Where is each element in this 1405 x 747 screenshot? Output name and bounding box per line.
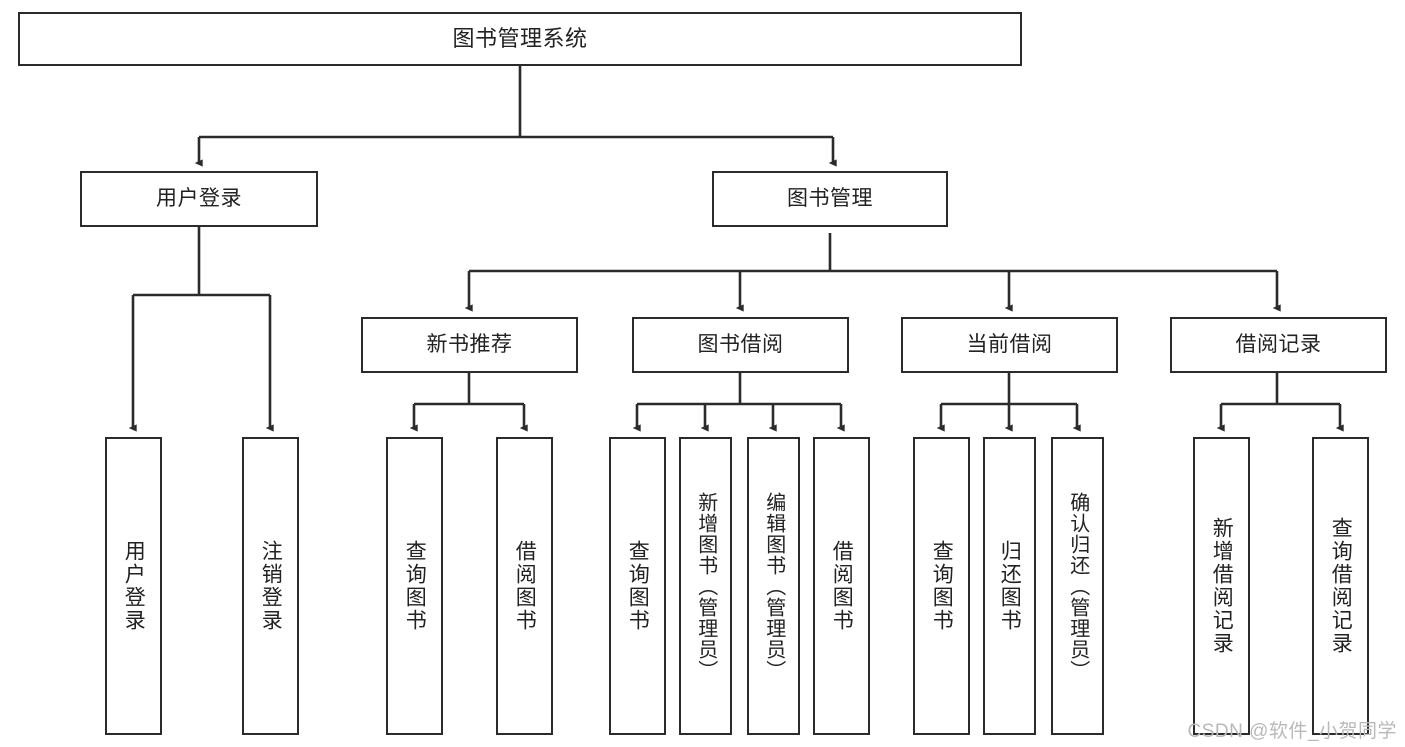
leaf-confirm-return-admin[interactable]: 确认归还（管理员） bbox=[1051, 437, 1104, 735]
leaf-add-borrow-record[interactable]: 新增借阅记录 bbox=[1193, 437, 1250, 735]
node-label: 新书推荐 bbox=[426, 332, 513, 356]
node-borrow-records[interactable]: 借阅记录 bbox=[1170, 317, 1387, 373]
node-label: 图书管理 bbox=[787, 186, 873, 210]
node-label: 新增图书（管理员） bbox=[694, 491, 717, 681]
node-book-borrow[interactable]: 图书借阅 bbox=[632, 317, 849, 373]
leaf-user-login[interactable]: 用户登录 bbox=[105, 437, 162, 735]
node-label: 确认归还（管理员） bbox=[1066, 491, 1089, 681]
node-label: 查询图书 bbox=[626, 540, 650, 632]
node-label: 借阅图书 bbox=[513, 540, 537, 632]
leaf-query-book-borrow[interactable]: 查询图书 bbox=[609, 437, 666, 735]
node-label: 查询借阅记录 bbox=[1329, 517, 1353, 655]
leaf-add-book-admin[interactable]: 新增图书（管理员） bbox=[679, 437, 732, 735]
node-label: 借阅图书 bbox=[830, 540, 854, 632]
node-label: 查询图书 bbox=[930, 540, 954, 632]
node-user-login[interactable]: 用户登录 bbox=[80, 171, 318, 227]
leaf-borrow-book-recommend[interactable]: 借阅图书 bbox=[496, 437, 553, 735]
node-current-borrow[interactable]: 当前借阅 bbox=[901, 317, 1118, 373]
leaf-borrow-book[interactable]: 借阅图书 bbox=[813, 437, 870, 735]
leaf-return-book[interactable]: 归还图书 bbox=[983, 437, 1036, 735]
node-root-system[interactable]: 图书管理系统 bbox=[18, 12, 1022, 66]
node-label: 图书借阅 bbox=[697, 332, 784, 356]
node-book-management[interactable]: 图书管理 bbox=[712, 171, 948, 227]
node-label: 用户登录 bbox=[156, 186, 242, 210]
node-label: 图书管理系统 bbox=[452, 26, 588, 52]
leaf-query-book-current[interactable]: 查询图书 bbox=[913, 437, 970, 735]
leaf-user-logout[interactable]: 注销登录 bbox=[242, 437, 299, 735]
node-label: 用户登录 bbox=[122, 540, 146, 632]
leaf-query-borrow-record[interactable]: 查询借阅记录 bbox=[1312, 437, 1369, 735]
node-label: 归还图书 bbox=[998, 540, 1022, 632]
node-label: 新增借阅记录 bbox=[1210, 517, 1234, 655]
node-label: 当前借阅 bbox=[966, 332, 1053, 356]
node-label: 编辑图书（管理员） bbox=[762, 491, 785, 681]
leaf-query-book-recommend[interactable]: 查询图书 bbox=[386, 437, 443, 735]
watermark: CSDN @软件_小贺同学 bbox=[1187, 721, 1397, 742]
node-label: 借阅记录 bbox=[1235, 332, 1322, 356]
node-new-book-recommend[interactable]: 新书推荐 bbox=[361, 317, 578, 373]
node-label: 查询图书 bbox=[403, 540, 427, 632]
leaf-edit-book-admin[interactable]: 编辑图书（管理员） bbox=[747, 437, 800, 735]
node-label: 注销登录 bbox=[259, 540, 283, 632]
